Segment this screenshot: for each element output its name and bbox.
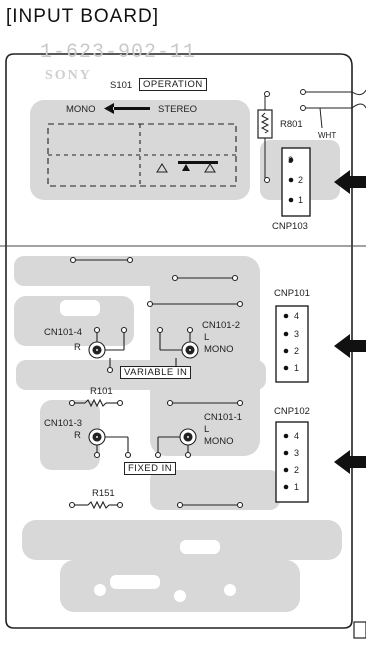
cnp103-pin: 1 (298, 195, 304, 205)
stereo-label: STEREO (158, 104, 198, 115)
fixed-in-label: FIXED IN (124, 462, 177, 475)
cnp102-pin: 3 (294, 448, 300, 458)
cnp101-pin: 1 (294, 363, 300, 373)
wire-color-label: WHT (318, 131, 337, 140)
switch-ref-label: S101 (110, 80, 133, 91)
variable-in-label: VARIABLE IN (120, 366, 192, 379)
cn101-3-side: R (74, 430, 81, 441)
cnp101-box (275, 305, 309, 383)
part-number-watermark: 1-623-902-11 (40, 41, 197, 64)
switch-outline (47, 123, 237, 187)
cnp103-pin: 3 (288, 155, 294, 165)
arrow-cnp101-icon (334, 334, 366, 358)
cnp102-pin: 4 (294, 431, 300, 441)
arrow-cnp103-icon (334, 170, 366, 194)
cnp101-pin: 3 (294, 329, 300, 339)
cnp102-pin: 2 (294, 465, 300, 475)
connector-arrows (334, 170, 366, 474)
cnp103-box (281, 147, 311, 217)
left-arrow-icon (104, 103, 150, 114)
brand-watermark: SONY (45, 68, 92, 83)
r101-label: R101 (90, 386, 113, 397)
page-title: [INPUT BOARD] (6, 6, 160, 27)
copper-gaps (60, 300, 236, 602)
board-outline (5, 53, 353, 629)
cn101-3-label: CN101-3 (44, 418, 83, 429)
cnp101-pin: 4 (294, 311, 300, 321)
cnp102-label: CNP102 (274, 406, 310, 417)
r151-label: R151 (92, 488, 115, 499)
cn101-2-mono: MONO (204, 344, 234, 355)
cnp102-box (275, 421, 309, 503)
cnp102-pin: 1 (294, 482, 300, 492)
arrow-cnp102-icon (334, 450, 366, 474)
cnp101-label: CNP101 (274, 288, 310, 299)
switch-operation-label: OPERATION (139, 78, 207, 91)
mono-label: MONO (66, 104, 96, 115)
cnp103-pin: 2 (298, 175, 304, 185)
cn101-1-side: L (204, 424, 210, 435)
cn101-1-mono: MONO (204, 436, 234, 447)
cn101-4-label: CN101-4 (44, 327, 83, 338)
cn101-1-label: CN101-1 (204, 412, 243, 423)
cnp103-label: CNP103 (272, 221, 308, 232)
cn101-2-label: CN101-2 (202, 320, 241, 331)
r801-label: R801 (280, 119, 303, 130)
cn101-4-side: R (74, 342, 81, 353)
cnp101-pin: 2 (294, 346, 300, 356)
switch-slider-icon (178, 161, 218, 171)
cn101-2-side: L (204, 332, 210, 343)
